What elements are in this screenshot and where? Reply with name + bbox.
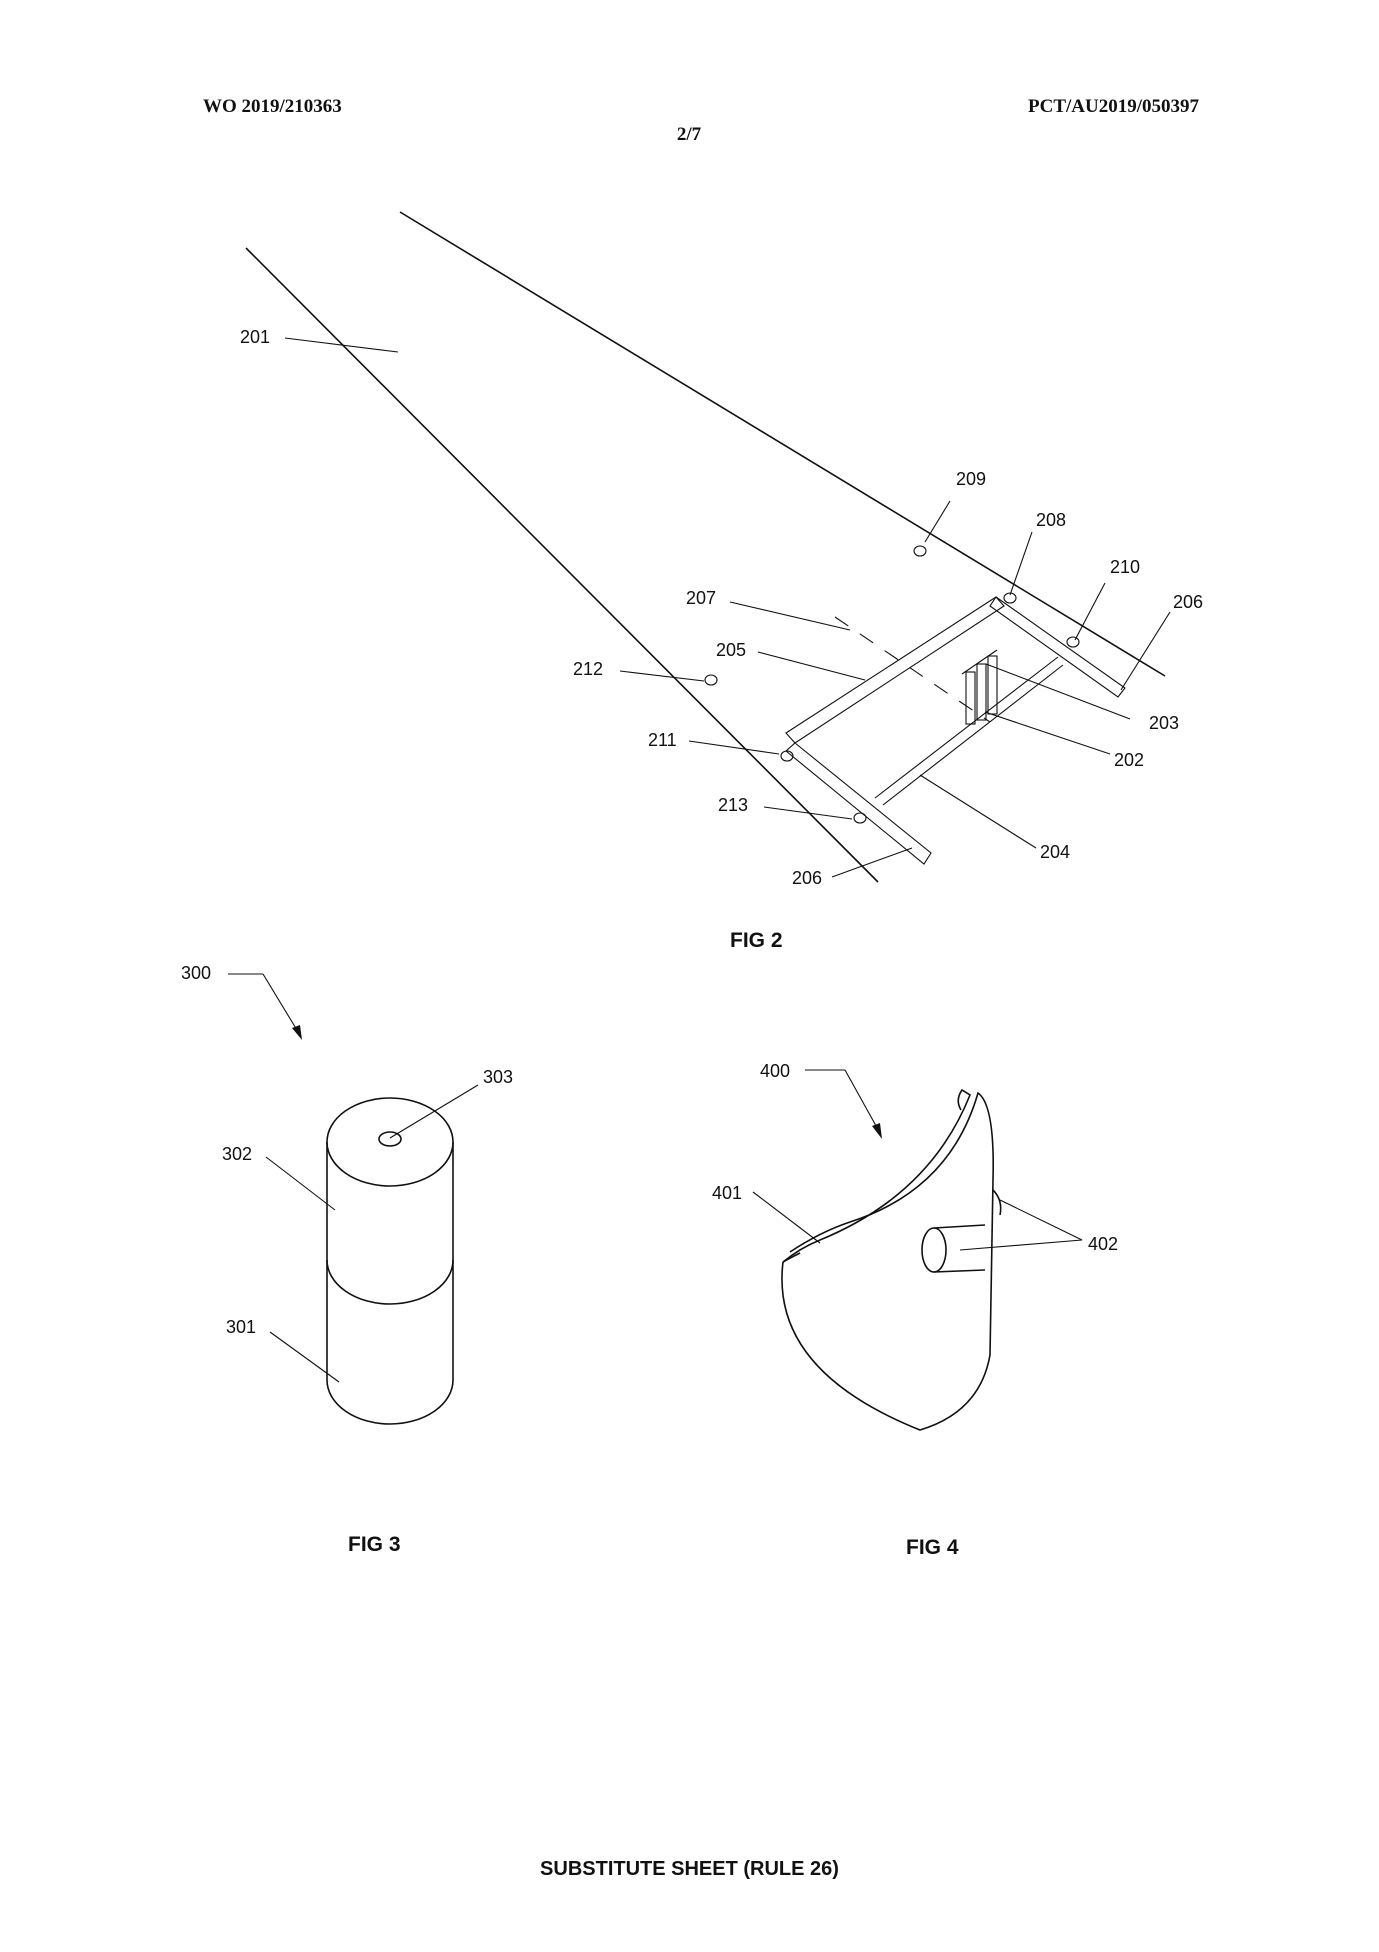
marker-211 [780,750,794,762]
leader-207 [729,601,851,631]
leader-202 [984,711,1111,755]
leader-302 [265,1156,336,1211]
leader-301 [269,1331,340,1383]
fig3-caption: FIG 3 [348,1533,401,1556]
shell-rim-outer [782,1088,971,1263]
pitch-edge-left [245,247,879,883]
leader-211 [688,740,780,755]
leader-206-left [831,847,913,878]
ref-206-left: 206 [792,868,822,888]
ref-210: 210 [1110,557,1140,577]
ref-303: 303 [483,1067,513,1087]
leader-402-b [999,1199,1083,1241]
ref-201: 201 [240,327,270,347]
ref-208: 208 [1036,510,1066,530]
ref-205: 205 [716,640,746,660]
pin-back-curve [992,1189,1002,1216]
shell-body [781,1179,994,1431]
frame-bar-left [785,742,932,865]
wicket-stump-1 [965,671,976,725]
wicket-stump-2 [976,663,987,721]
ref-206-right: 206 [1173,592,1203,612]
leader-203 [985,663,1131,720]
publication-number: WO 2019/210363 [203,96,342,117]
wicket-bail [961,649,998,675]
arrowhead-400 [872,1123,882,1139]
ref-400: 400 [760,1061,790,1081]
leader-213 [763,806,853,820]
frame-bar-bottom-edge [882,664,1064,806]
fig4-caption: FIG 4 [906,1536,959,1559]
frame-bar-bottom [874,656,1059,799]
fig3-drawing: 300 303 302 301 FIG 3 [181,963,513,1556]
fig4-drawing: 400 401 402 FIG 4 [712,1061,1118,1559]
ref-301: 301 [226,1317,256,1337]
frame-bar-right [989,596,1126,698]
leader-300-diagonal [262,973,301,1036]
sheet-number: 2/7 [676,124,702,145]
ref-209: 209 [956,469,986,489]
pin-bottom-edge [933,1269,986,1273]
marker-212 [704,674,718,686]
leader-205 [757,651,866,681]
arrowhead-300 [292,1025,302,1040]
pin-end [921,1227,947,1273]
leader-204 [919,774,1037,849]
leader-212 [619,670,705,682]
ref-207: 207 [686,588,716,608]
shell-rim-inner [789,1091,995,1253]
leader-210 [1074,582,1106,641]
ref-204: 204 [1040,842,1070,862]
shell-rim-corner [782,1252,801,1263]
ref-202: 202 [1114,750,1144,770]
leader-303 [389,1084,479,1139]
ref-212: 212 [573,659,603,679]
leader-402-a [959,1239,1083,1251]
leader-208 [1009,531,1033,596]
ref-213: 213 [718,795,748,815]
leader-201 [284,337,399,353]
marker-213 [853,812,867,824]
ref-211: 211 [648,730,677,750]
ref-401: 401 [712,1183,742,1203]
leader-206-right [1120,611,1171,691]
leader-401 [752,1191,821,1244]
ref-300: 300 [181,963,211,983]
marker-210 [1066,636,1080,648]
ref-302: 302 [222,1144,252,1164]
leader-400-diagonal [844,1069,881,1134]
footer-notice: SUBSTITUTE SHEET (RULE 26) [540,1858,839,1880]
fig2-caption: FIG 2 [730,929,783,952]
ref-402: 402 [1088,1234,1118,1254]
pitch-edge-right [399,211,1166,677]
application-number: PCT/AU2019/050397 [1028,96,1199,117]
frame-bar-top [785,596,1005,744]
pin-top-edge [933,1224,986,1229]
ref-203: 203 [1149,713,1179,733]
leader-209 [924,500,951,543]
fig2-drawing: 201 209 208 210 206 207 205 212 203 202 … [240,211,1203,952]
marker-208 [1003,592,1017,604]
crease-dashed-line [834,616,991,723]
cylinder-section-line [326,1259,454,1305]
marker-209 [913,545,927,557]
cylinder-hole [378,1131,402,1147]
cylinder-bottom-face [326,1379,454,1425]
